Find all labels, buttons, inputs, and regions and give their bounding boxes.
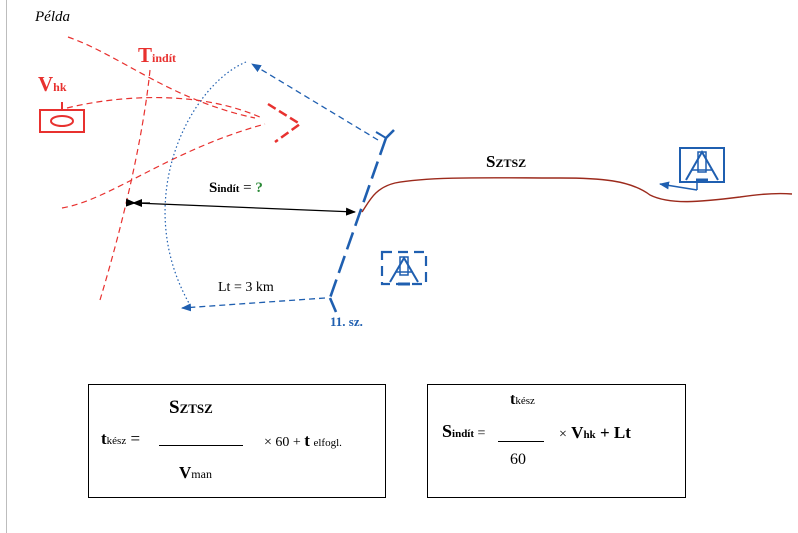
s-indit-label: Sindít = ?	[209, 180, 263, 196]
deployment-line	[328, 137, 388, 299]
red-routes	[61, 36, 266, 301]
formula1-lhs: tkész =	[101, 429, 141, 448]
blue-dashed-lt	[181, 297, 326, 312]
formula1-fraction-bar	[159, 445, 243, 446]
formula2-lhs: Sindít =	[442, 421, 486, 441]
page-title: Példa	[35, 9, 70, 25]
v-hk-label: Vhk	[38, 72, 67, 96]
deployment-tick-top	[385, 129, 395, 139]
blue-dashed-top	[251, 63, 379, 141]
formula2-numerator: tkész	[510, 391, 535, 408]
formula1-denominator: Vman	[179, 463, 212, 482]
road-line	[361, 177, 793, 213]
deployment-tick-bottom	[328, 297, 338, 313]
formula2-fraction-bar	[498, 441, 544, 442]
formula2-denominator: 60	[510, 451, 526, 468]
formula1-times: × 60 + t elfogl.	[264, 431, 342, 450]
formula-box-s-indit: tkész Sindít = × Vhk + Lt 60	[427, 384, 686, 498]
formula-box-t-kesz: Sztsz tkész = × 60 + t elfogl. Vman	[88, 384, 386, 498]
red-route-2	[66, 96, 263, 119]
red-route-1	[67, 36, 256, 119]
v-hk-unit-symbol	[39, 102, 85, 133]
formula1-numerator: Sztsz	[169, 397, 213, 418]
artillery-symbol-current	[659, 147, 725, 191]
slide-frame	[6, 0, 798, 533]
formula2-rhs: × Vhk + Lt	[559, 423, 631, 442]
unit-11-label: 11. sz.	[330, 314, 363, 329]
s-sztsz-label: Sztsz	[486, 152, 527, 171]
t-indit-label: Tindít	[138, 43, 177, 67]
red-route-4	[99, 69, 151, 301]
red-arrowhead	[267, 102, 303, 144]
lt-label: Lt = 3 km	[218, 280, 274, 295]
s-indit-arrow	[125, 198, 356, 216]
artillery-symbol-planned	[380, 250, 428, 286]
deployment-tick-top-2	[375, 131, 387, 139]
red-route-3	[61, 123, 266, 209]
